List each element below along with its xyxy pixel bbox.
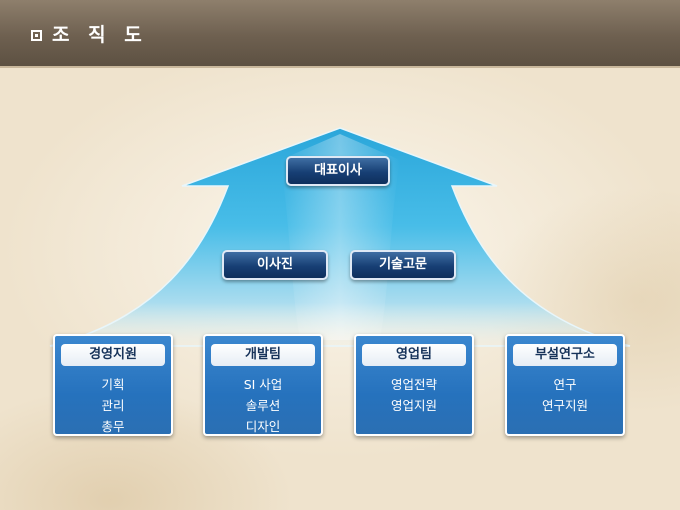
dept-name: 경영지원 — [61, 344, 165, 366]
dept-item: 연구 — [553, 377, 577, 392]
board-label: 이사진 — [257, 257, 293, 272]
ceo-label: 대표이사 — [314, 163, 362, 178]
tech-advisor-box: 기술고문 — [350, 250, 456, 280]
dept-sales: 영업팀 영업전략 영업지원 — [354, 334, 474, 436]
dept-item: SI 사업 — [243, 377, 283, 392]
dept-item: 영업전략 — [390, 377, 437, 392]
dept-item: 디자인 — [245, 419, 281, 434]
bullet-square-icon — [31, 30, 42, 41]
title-bar: 조 직 도 — [0, 0, 680, 68]
dept-name: 영업팀 — [362, 344, 466, 366]
dept-item: 총무 — [101, 419, 125, 434]
dept-item: 솔루션 — [245, 398, 281, 413]
dept-item: 기획 — [101, 377, 125, 392]
dept-item: 관리 — [101, 398, 125, 413]
dept-management-support: 경영지원 기획 관리 총무 — [53, 334, 173, 436]
dept-name: 부설연구소 — [513, 344, 617, 366]
dept-research-lab: 부설연구소 연구 연구지원 — [505, 334, 625, 436]
dept-development: 개발팀 SI 사업 솔루션 디자인 — [203, 334, 323, 436]
page-title: 조 직 도 — [52, 24, 148, 46]
dept-name: 개발팀 — [211, 344, 315, 366]
ceo-box: 대표이사 — [286, 156, 390, 186]
board-box: 이사진 — [222, 250, 328, 280]
dept-item: 영업지원 — [390, 398, 437, 413]
dept-item: 연구지원 — [541, 398, 588, 413]
tech-advisor-label: 기술고문 — [379, 257, 427, 272]
